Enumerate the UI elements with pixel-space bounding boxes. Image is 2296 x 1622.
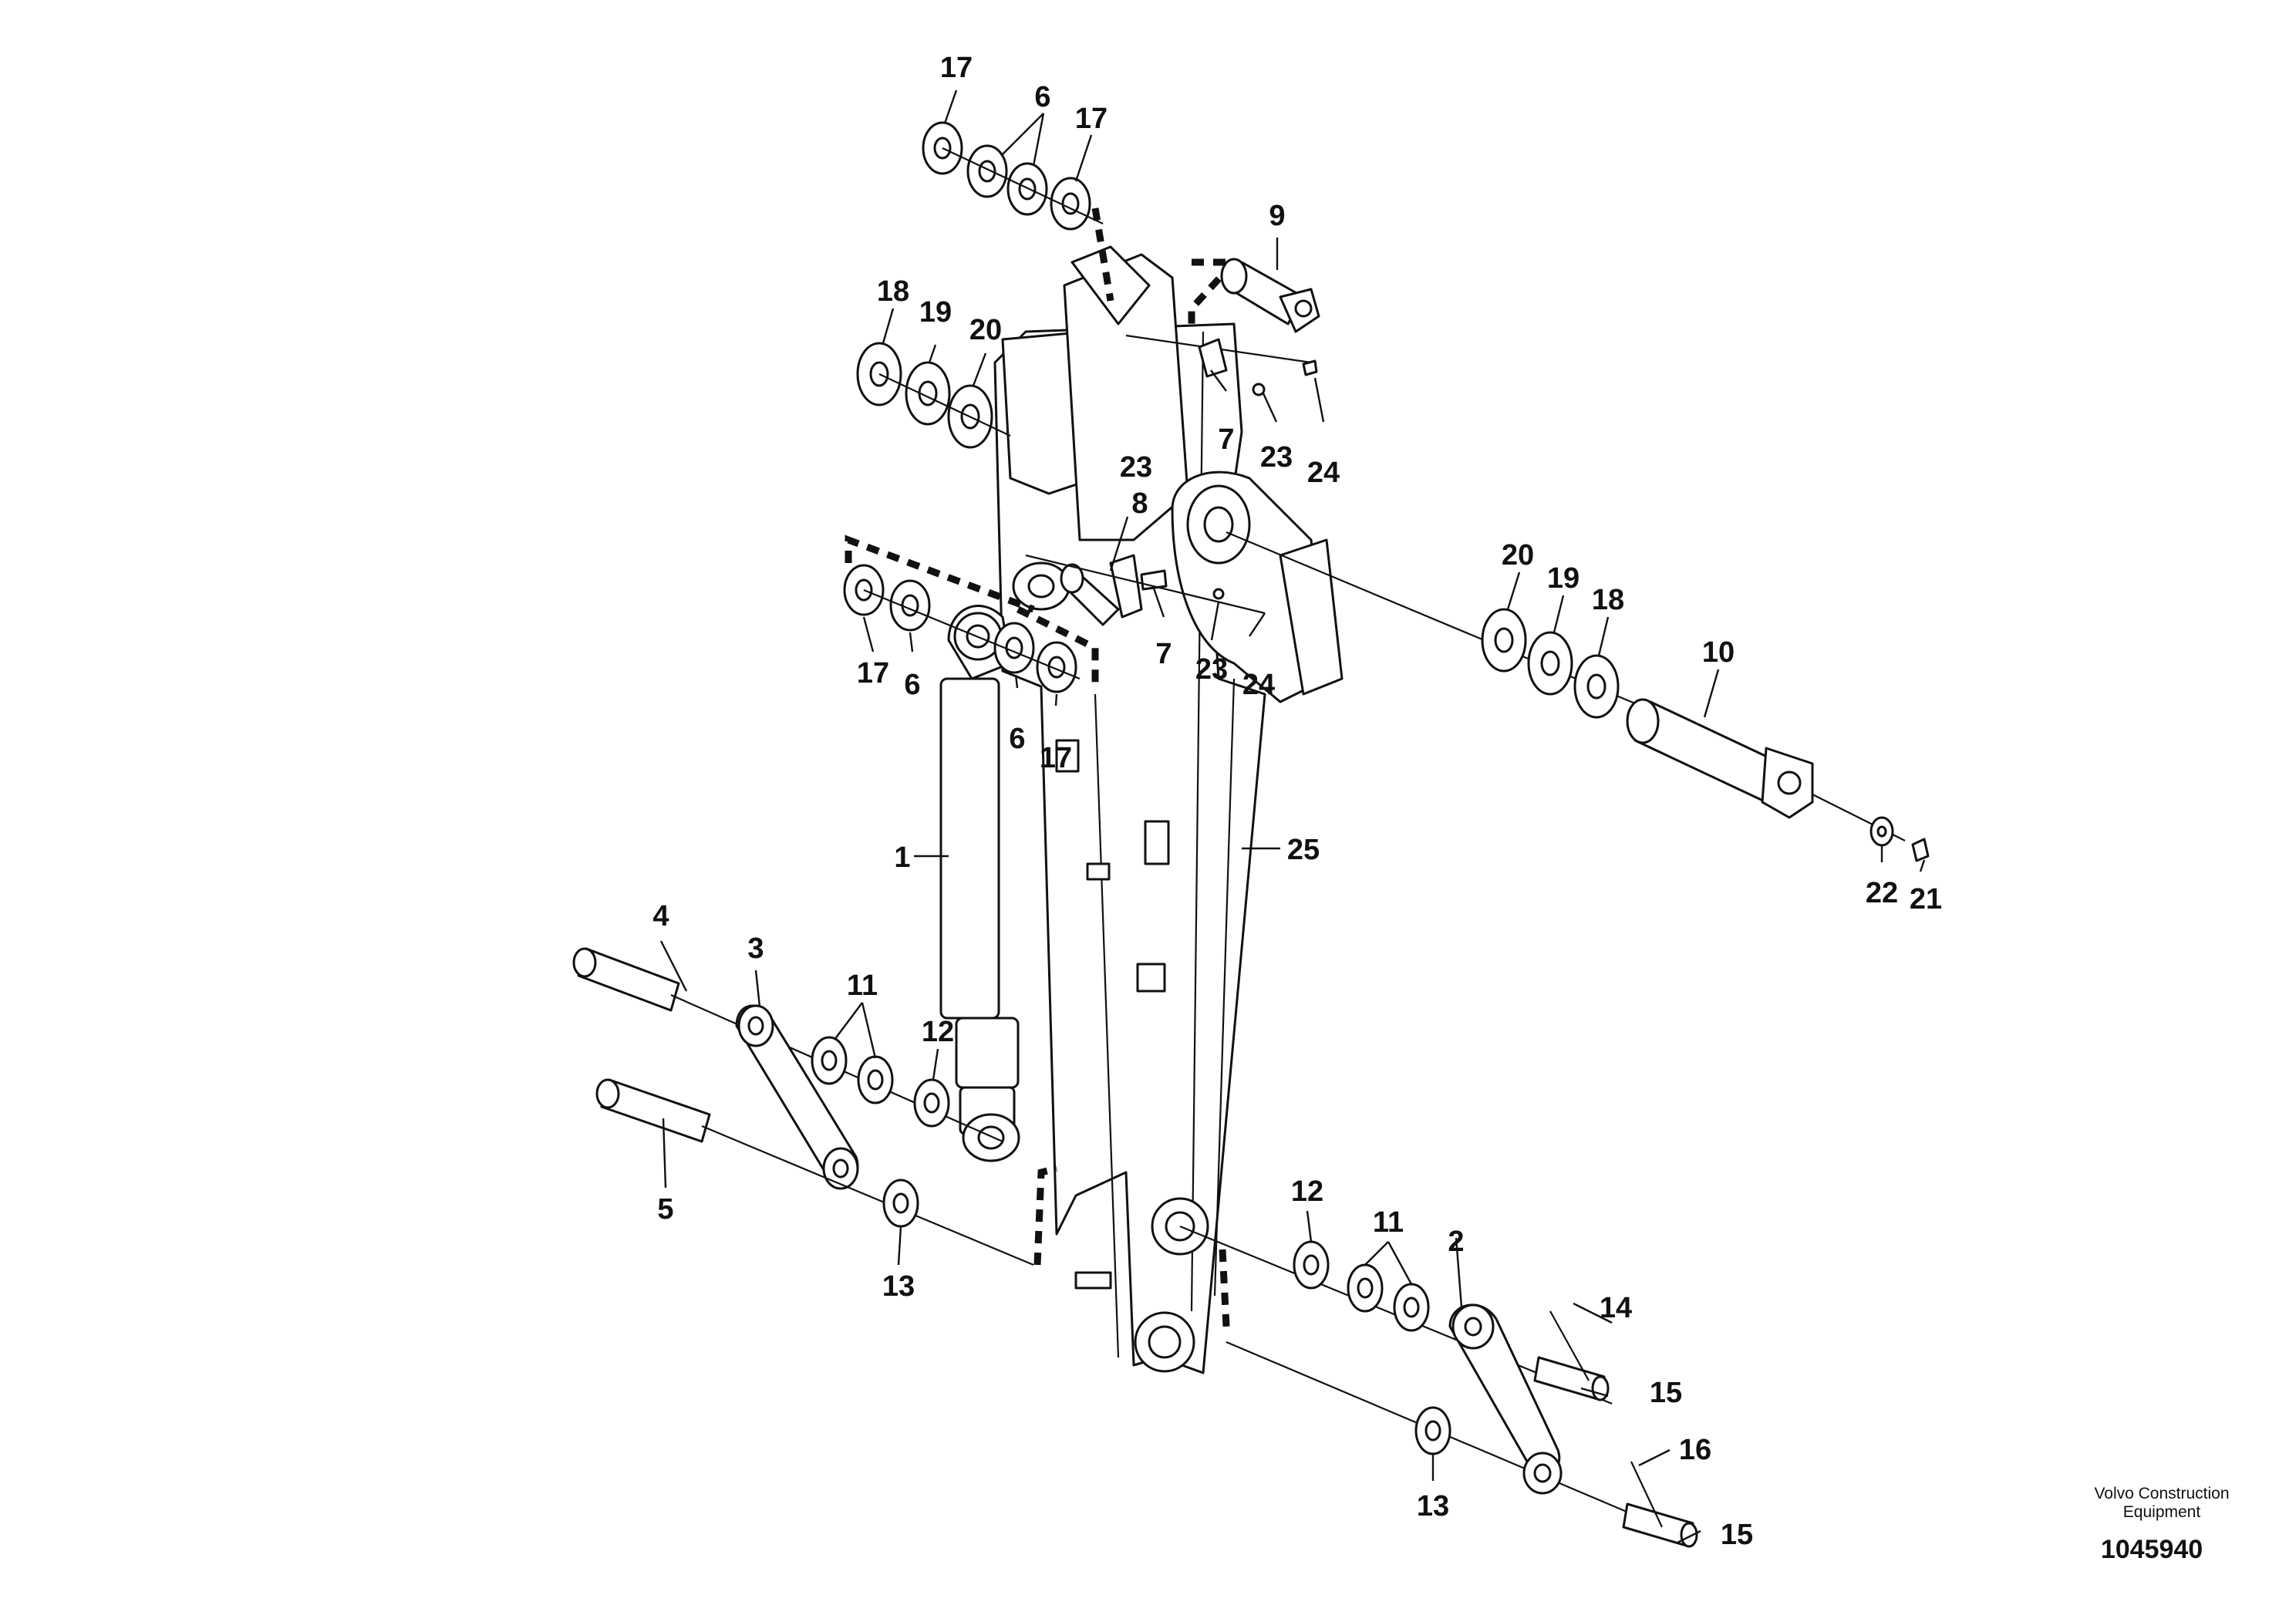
callout-5: 5 [657,1193,673,1226]
callout-8: 8 [1131,487,1148,520]
washers-20-19-18-right [1481,608,1620,719]
pin-8 [1025,554,1266,626]
link-2-assembly [1179,1225,1698,1548]
top-washer-stack [922,121,1114,302]
callout-6: 6 [1034,81,1050,113]
brand-line-2: Equipment [2123,1503,2201,1521]
callout-labels: 17 6 17 9 18 19 20 7 23 24 23 8 7 23 24 … [652,52,1942,1551]
callout-16: 16 [1679,1434,1711,1466]
cylinder-head-washers [843,534,1099,693]
callout-13: 13 [1417,1490,1449,1523]
callout-12: 12 [922,1016,954,1048]
callout-14: 14 [1600,1292,1632,1324]
callout-9: 9 [1269,200,1285,232]
washers-18-19-20-left [856,342,1011,449]
callout-1: 1 [894,841,910,874]
drawing-number: 1045940 [2101,1535,2203,1564]
callout-20: 20 [1502,539,1534,572]
callout-4: 4 [652,900,669,932]
callout-17: 17 [1040,742,1072,774]
callout-18: 18 [877,275,909,308]
callout-23: 23 [1260,441,1293,474]
arm-body [993,245,1344,1374]
pin-lock-upper [1125,334,1318,396]
callout-24: 24 [1307,457,1340,489]
callout-7: 7 [1155,638,1172,670]
callout-12: 12 [1291,1175,1323,1208]
callout-6: 6 [1009,723,1025,755]
brand-line-1: Volvo Construction [2094,1485,2229,1502]
callout-11: 11 [1373,1206,1404,1239]
callout-11: 11 [847,969,878,1002]
pin-10 [1626,698,1930,862]
callout-17: 17 [940,52,973,84]
callout-13: 13 [882,1270,915,1303]
callout-3: 3 [747,932,764,965]
callout-17: 17 [857,657,889,690]
pin-9 [1188,258,1320,333]
callout-10: 10 [1702,636,1735,669]
callout-19: 19 [919,296,952,329]
callout-22: 22 [1866,877,1898,909]
callout-6: 6 [904,669,920,701]
link-3-assembly [572,947,1058,1266]
callout-17: 17 [1075,103,1108,135]
callout-15: 15 [1650,1377,1682,1409]
callout-7: 7 [1218,423,1234,456]
callout-24: 24 [1242,669,1275,701]
callout-25: 25 [1287,834,1320,866]
callout-21: 21 [1910,883,1942,916]
callout-19: 19 [1547,562,1580,595]
callout-18: 18 [1592,584,1624,616]
callout-23: 23 [1195,653,1228,686]
callout-2: 2 [1448,1226,1464,1258]
callout-23: 23 [1120,451,1152,484]
callout-15: 15 [1721,1519,1753,1551]
footer-block: Volvo Construction Equipment 1045940 [2094,1485,2229,1564]
leader-lines [659,89,1926,1544]
hydraulic-cylinder [939,605,1020,1162]
callout-20: 20 [969,314,1002,346]
